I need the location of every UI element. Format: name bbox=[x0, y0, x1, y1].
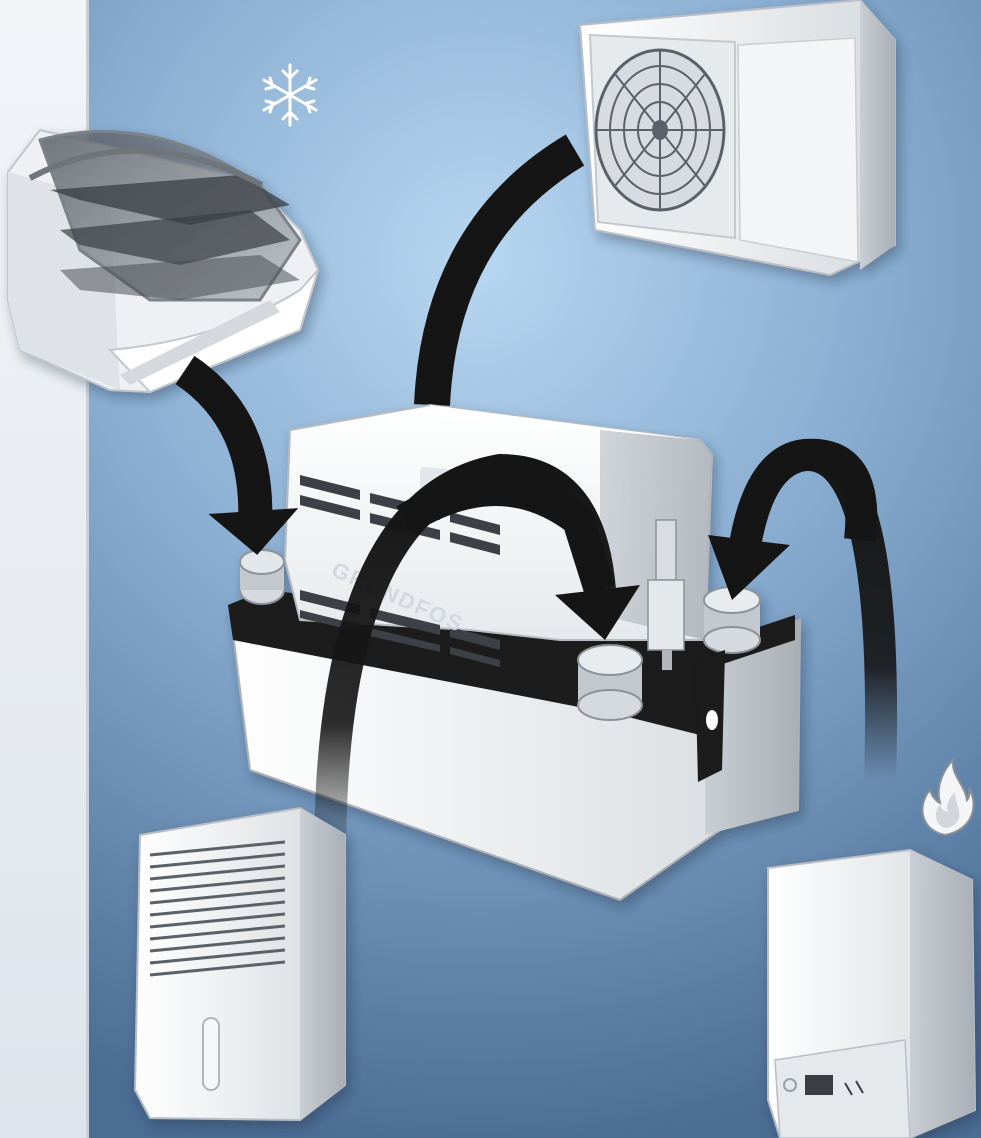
left-inlet bbox=[240, 550, 284, 604]
dehumidifier bbox=[135, 808, 345, 1120]
air-conditioner-outdoor-unit bbox=[580, 0, 895, 275]
condensing-boiler bbox=[768, 850, 975, 1138]
fan-grille bbox=[596, 50, 724, 210]
center-inlet bbox=[578, 645, 642, 720]
